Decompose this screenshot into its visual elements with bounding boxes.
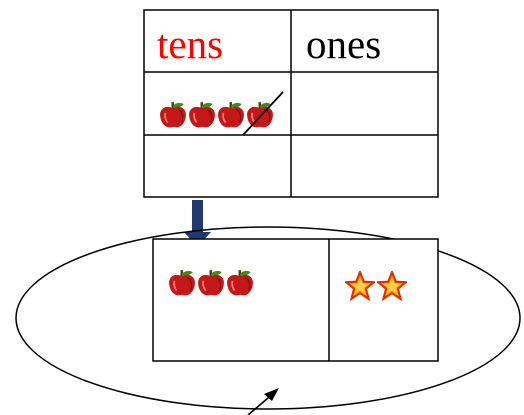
apple-icon [159, 101, 187, 129]
apple-icon [188, 101, 216, 129]
result-tens-apples [168, 269, 254, 297]
grouping-ellipse [15, 226, 521, 410]
ones-header: ones [306, 21, 381, 67]
result-box-frame [152, 238, 439, 362]
tens-header: tens [157, 21, 223, 67]
place-value-table: tens ones [143, 9, 439, 198]
tens-apples-group [159, 101, 274, 129]
apple-icon [217, 101, 245, 129]
arrow-pointer-icon [247, 388, 279, 415]
cross-out-line [242, 91, 284, 136]
result-box [152, 238, 439, 362]
